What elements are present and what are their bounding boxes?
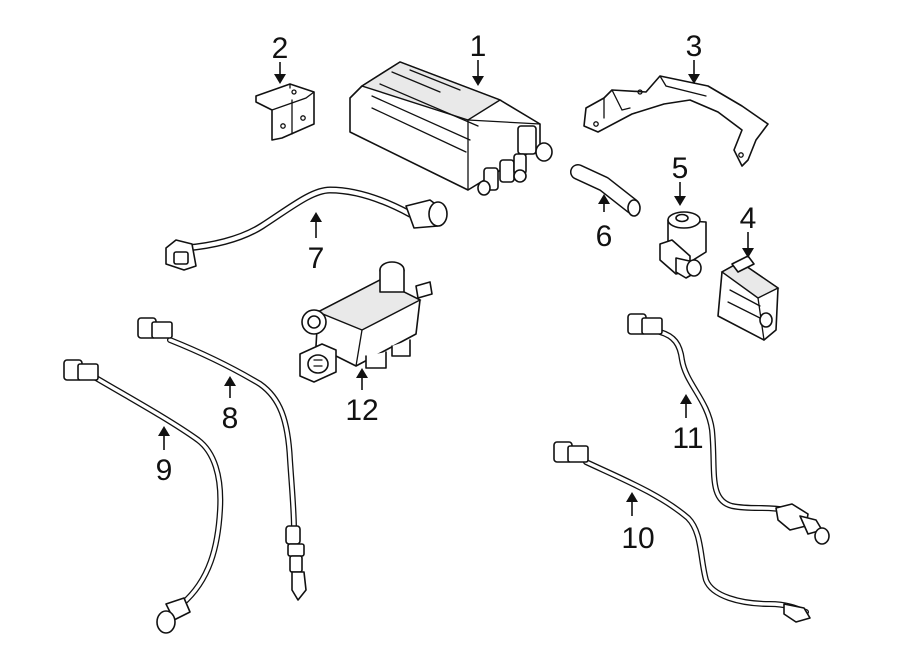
part-2-bracket xyxy=(255,83,315,141)
callout-3: 3 xyxy=(686,30,703,63)
part-9-oxygen-sensor xyxy=(63,359,224,634)
callout-10: 10 xyxy=(621,522,654,555)
part-6-hose xyxy=(570,164,641,217)
callout-4: 4 xyxy=(740,202,757,235)
callout-12: 12 xyxy=(345,394,378,427)
callout-2: 2 xyxy=(272,32,289,65)
callout-5: 5 xyxy=(672,152,689,185)
part-1-canister xyxy=(349,61,553,196)
part-5-valve xyxy=(659,211,707,279)
part-3-bracket xyxy=(583,75,769,167)
callout-7: 7 xyxy=(308,242,325,275)
callout-labels: 1 2 3 4 5 6 7 8 9 10 11 12 xyxy=(156,30,757,555)
callout-8: 8 xyxy=(222,402,239,435)
callout-1: 1 xyxy=(470,30,487,63)
part-11-oxygen-sensor xyxy=(627,313,830,545)
callout-arrows xyxy=(158,60,754,516)
part-7-hose-assembly xyxy=(165,186,448,271)
part-4-module xyxy=(717,255,780,341)
callout-11: 11 xyxy=(672,422,703,455)
part-10-oxygen-sensor xyxy=(553,441,811,623)
callout-9: 9 xyxy=(156,454,173,487)
part-12-solenoid xyxy=(299,261,433,383)
part-8-oxygen-sensor xyxy=(137,317,307,601)
callout-6: 6 xyxy=(596,220,613,253)
